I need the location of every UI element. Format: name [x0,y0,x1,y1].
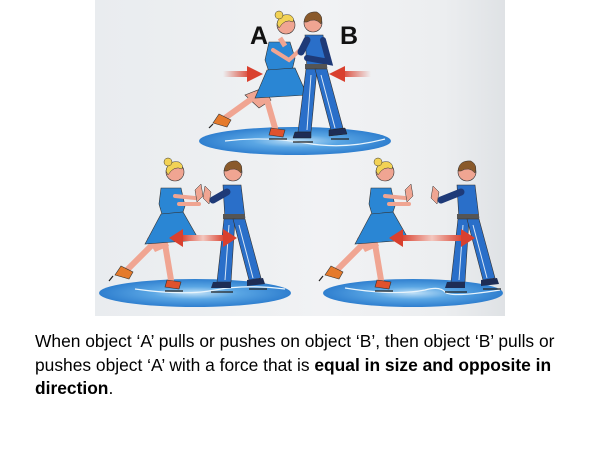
force-arrow-on-a [223,66,263,82]
skater-a [318,157,414,292]
bottom-right-panel [318,157,503,307]
newtons-third-law-illustration: A B [95,0,505,316]
label-object-a: A [250,22,269,50]
caption-part-1: When object ‘A’ pulls or pushes on objec… [35,331,555,375]
skater-a [208,10,308,140]
skater-a [108,157,204,292]
caption-text: When object ‘A’ pulls or pushes on objec… [35,330,585,401]
bottom-left-panel [99,157,291,307]
skater-b [202,160,267,293]
top-panel [199,10,391,155]
force-arrow-on-b [329,66,371,82]
label-object-b: B [340,22,359,50]
caption-emphasis: equal in size and opposite in direction [35,354,552,399]
double-force-arrow-short [169,229,237,247]
skater-b [292,11,349,143]
skaters-illustration [99,10,503,307]
caption-part-2: . [108,378,114,398]
skater-b [430,160,501,293]
double-force-arrow-long [389,229,475,247]
